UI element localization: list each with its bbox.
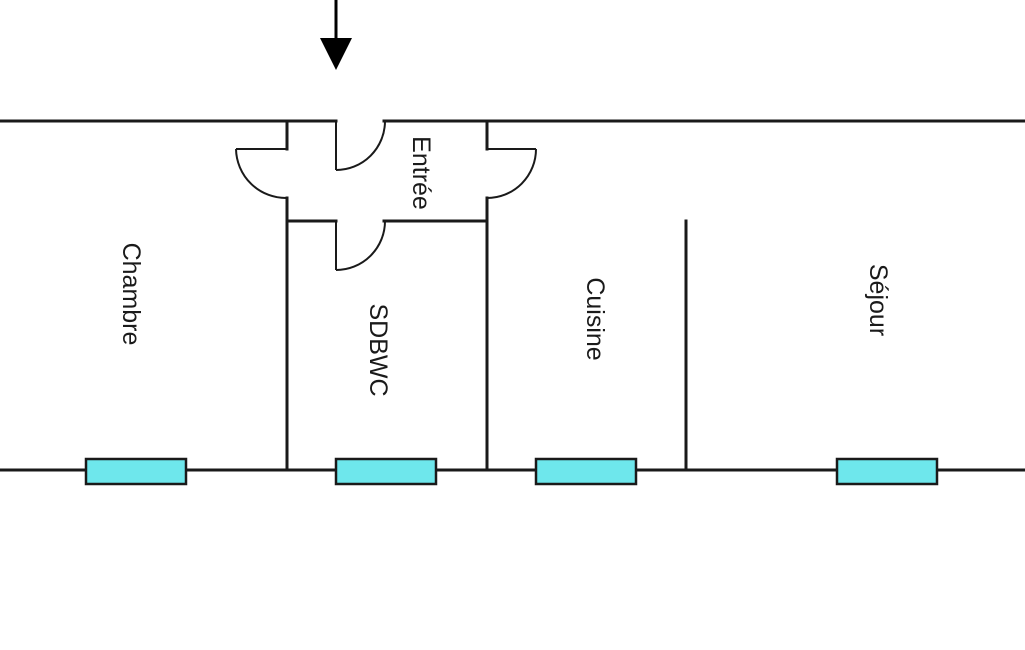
window-icon-sdbwc <box>334 457 438 486</box>
room-label-sdbwc: SDBWC <box>364 303 392 396</box>
window-icon-chambre <box>84 457 188 486</box>
room-label-cuisine: Cuisine <box>581 277 609 360</box>
window-icon-sejour <box>835 457 939 486</box>
door-swing-icon-sdbwc <box>335 220 386 271</box>
interior-walls <box>285 119 688 472</box>
room-label-entree: Entrée <box>407 136 435 210</box>
entry-arrow-icon <box>320 0 352 70</box>
window-icon-cuisine <box>534 457 638 486</box>
door-swing-icon-cuisine <box>486 148 537 199</box>
room-label-sejour: Séjour <box>864 264 892 336</box>
door-swing-icon-chambre <box>235 148 288 200</box>
door-swing-icon-entrance <box>335 120 386 171</box>
windows <box>84 457 939 486</box>
room-label-chambre: Chambre <box>117 243 145 346</box>
